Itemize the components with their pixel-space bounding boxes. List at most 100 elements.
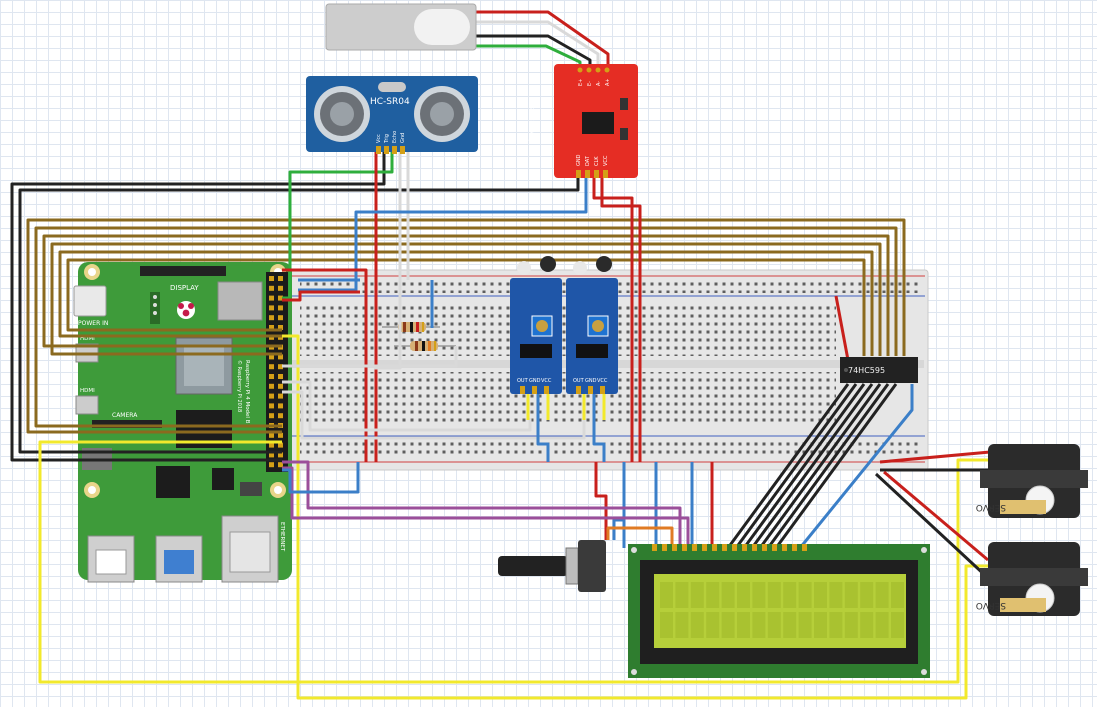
gpio-pin [269, 364, 274, 370]
lcd-cell [767, 612, 781, 638]
gpio-pin [278, 442, 283, 448]
lcd-cell [798, 612, 812, 638]
amp-bottom-pin-label: GND [576, 154, 582, 166]
wire-red-amp-2 [600, 176, 642, 462]
wire-brown-6 [66, 258, 866, 356]
lcd-pins [652, 544, 807, 551]
lcd-cell [814, 612, 827, 638]
amp-bottom-pin-label: DAT [585, 155, 591, 166]
gpio-pin [269, 442, 274, 448]
amp-bottom-pin-label: CLK [594, 156, 600, 166]
ir-pin [600, 386, 605, 394]
wire-red-pi-2 [282, 290, 360, 302]
gpio-pin [278, 305, 283, 311]
ir-pin [520, 386, 525, 394]
wire-white-5 [282, 390, 586, 440]
lcd-pin [782, 544, 787, 551]
shift-register-label: 74HC595 [848, 366, 885, 375]
lcd-pin [692, 544, 697, 551]
gpio-pin [269, 315, 274, 321]
lcd-cell [844, 612, 858, 638]
wire-blue-ir-2 [592, 392, 606, 462]
amp-top-pin [595, 67, 601, 73]
lcd-cell [690, 582, 704, 608]
power-port [73, 285, 107, 317]
gpio-pin [278, 354, 283, 360]
pi-model-text: Raspberry Pi 4 Model B [244, 360, 250, 424]
lcd-cell [844, 582, 858, 608]
lcd-cell [752, 582, 766, 608]
gpio-pin [269, 452, 274, 458]
servo-2: SERVO [976, 542, 1088, 616]
hc-sr04-pin [376, 146, 381, 154]
ir-pin-label: VCC [597, 378, 608, 384]
wire-blue-shift [798, 384, 914, 549]
wires [10, 10, 991, 700]
amp-top-pin [577, 67, 583, 73]
ir-pin-label: VCC [541, 378, 552, 384]
hc-sr04-pin-label: Vcc [376, 134, 382, 143]
camera-label: CAMERA [112, 412, 138, 419]
amp-top-pin-label: E- [587, 81, 593, 86]
lcd-cell [737, 612, 750, 638]
gpio-pin [269, 325, 274, 330]
wire-purple-1 [282, 460, 682, 548]
ir-comparator-chip [576, 344, 608, 358]
wire-white-4 [282, 380, 532, 432]
wire-red-pot [594, 462, 608, 540]
amp-top-pin [586, 67, 592, 73]
resistor-1 [382, 322, 440, 332]
ir-trimmer-knob [592, 320, 604, 332]
wire-bundle-shift-lcd [726, 383, 898, 549]
amp-bottom-pin [603, 170, 608, 178]
gpio-pin [278, 403, 283, 409]
lcd-pin [762, 544, 767, 551]
ir-pin-label: OUT [573, 378, 585, 384]
wire-black-servo-2 [874, 472, 990, 580]
ir-pin-label: GND [529, 378, 541, 384]
gpio-pin [278, 374, 283, 379]
lcd-cell [660, 612, 673, 638]
ir-pin-label: GND [585, 378, 597, 384]
amp-bottom-pin [585, 170, 590, 178]
wire-purple-2 [282, 466, 690, 548]
ir-pin [576, 386, 581, 394]
lcd-pin [772, 544, 777, 551]
gpio-pin [269, 432, 274, 438]
ir-receiver [596, 256, 612, 272]
gpio-pin [269, 383, 274, 389]
lcd-pin [722, 544, 727, 551]
lcd-pin [802, 544, 807, 551]
wire-red-pi-1 [282, 268, 368, 462]
lcd-pin [702, 544, 707, 551]
wire-white-cell [476, 20, 600, 72]
wire-white-1 [374, 152, 402, 370]
lcd-pin [742, 544, 747, 551]
hc-sr04-sensor: HC-SR04 [306, 76, 478, 152]
gpio-pin [278, 383, 283, 389]
raspberry-pi-board: DISPLAY POWER IN HDMI HDMI CAMERA [73, 262, 292, 583]
amp-label: Load Cell Amp [528, 100, 535, 143]
lcd-pin [712, 544, 717, 551]
servo-1-label: SERVO [976, 502, 1006, 512]
hdmi0-label: HDMI [80, 336, 95, 342]
lcd-cell [860, 582, 874, 608]
gpio-pin [269, 276, 274, 281]
gpio-pin [278, 452, 283, 458]
lcd-cell [891, 612, 904, 638]
lcd-pin [752, 544, 757, 551]
ir-receiver [540, 256, 556, 272]
gpio-pin [278, 393, 283, 399]
gpio-pin [278, 432, 283, 438]
lcd-cell [721, 612, 735, 638]
wire-brown-2 [34, 226, 898, 428]
gpio-pin [269, 413, 274, 419]
wire-blue-ir-1 [536, 392, 550, 462]
lcd-cell [706, 582, 720, 608]
lcd-cell [829, 612, 843, 638]
